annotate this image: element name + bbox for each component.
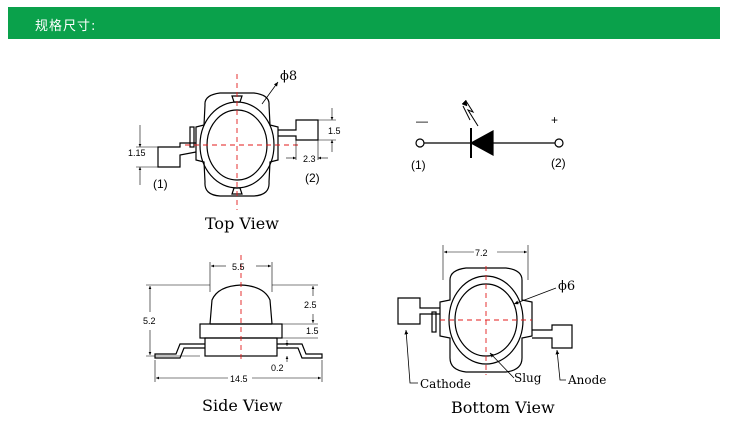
- led-symbol: [415, 99, 564, 158]
- bottom-dim-width: 7.2: [475, 248, 488, 258]
- top-notch: [231, 95, 243, 103]
- top-view: [136, 74, 336, 210]
- top-pin1-label: (1): [153, 177, 168, 191]
- side-dim-offset: 0.2: [271, 363, 284, 373]
- right-pin: [278, 119, 319, 141]
- slug-label: Slug: [514, 371, 542, 385]
- side-dim-body-height: 1.5: [306, 326, 319, 336]
- symbol-plus: +: [551, 113, 558, 127]
- section-header: 规格尺寸:: [8, 7, 720, 39]
- bottom-notch: [231, 187, 243, 195]
- side-dim-total-width: 14.5: [230, 374, 248, 384]
- side-view-caption: Side View: [202, 396, 283, 415]
- top-pin2-label: (2): [305, 171, 320, 185]
- top-dim-pin-height: 1.5: [328, 126, 341, 136]
- symbol-pin2-label: (2): [551, 156, 566, 170]
- cathode-pin: [397, 297, 440, 325]
- side-right-lead: [277, 343, 323, 359]
- top-diameter-label: ϕ8: [280, 69, 297, 84]
- symbol-minus: —: [416, 114, 428, 128]
- left-pin: [157, 142, 197, 168]
- diode-triangle: [469, 129, 494, 157]
- top-dim-left: 1.15: [128, 148, 146, 158]
- terminal-2: [554, 138, 564, 148]
- top-body-outline: [195, 92, 279, 197]
- terminal-1: [415, 138, 425, 148]
- bottom-view-caption: Bottom View: [451, 398, 555, 417]
- top-view-caption: Top View: [205, 214, 279, 233]
- top-dim-pin-offset: 2.3: [303, 154, 316, 164]
- side-dim-lens-width: 5.5: [232, 262, 245, 272]
- anode-label: Anode: [567, 373, 606, 387]
- bottom-polarity-mark: [431, 311, 437, 333]
- phi8-leader: [261, 81, 279, 105]
- bottom-diameter-label: ϕ6: [558, 279, 575, 294]
- side-dim-total-height: 5.2: [143, 316, 156, 326]
- section-title: 规格尺寸:: [35, 19, 97, 34]
- bottom-body-outline: [439, 267, 533, 373]
- side-view: [146, 255, 323, 382]
- cathode-label: Cathode: [420, 377, 471, 391]
- symbol-pin1-label: (1): [411, 158, 426, 172]
- polarity-mark: [189, 126, 195, 148]
- anode-pin: [532, 324, 573, 349]
- side-dim-lens-height: 2.5: [304, 300, 317, 310]
- bottom-view: [397, 245, 573, 384]
